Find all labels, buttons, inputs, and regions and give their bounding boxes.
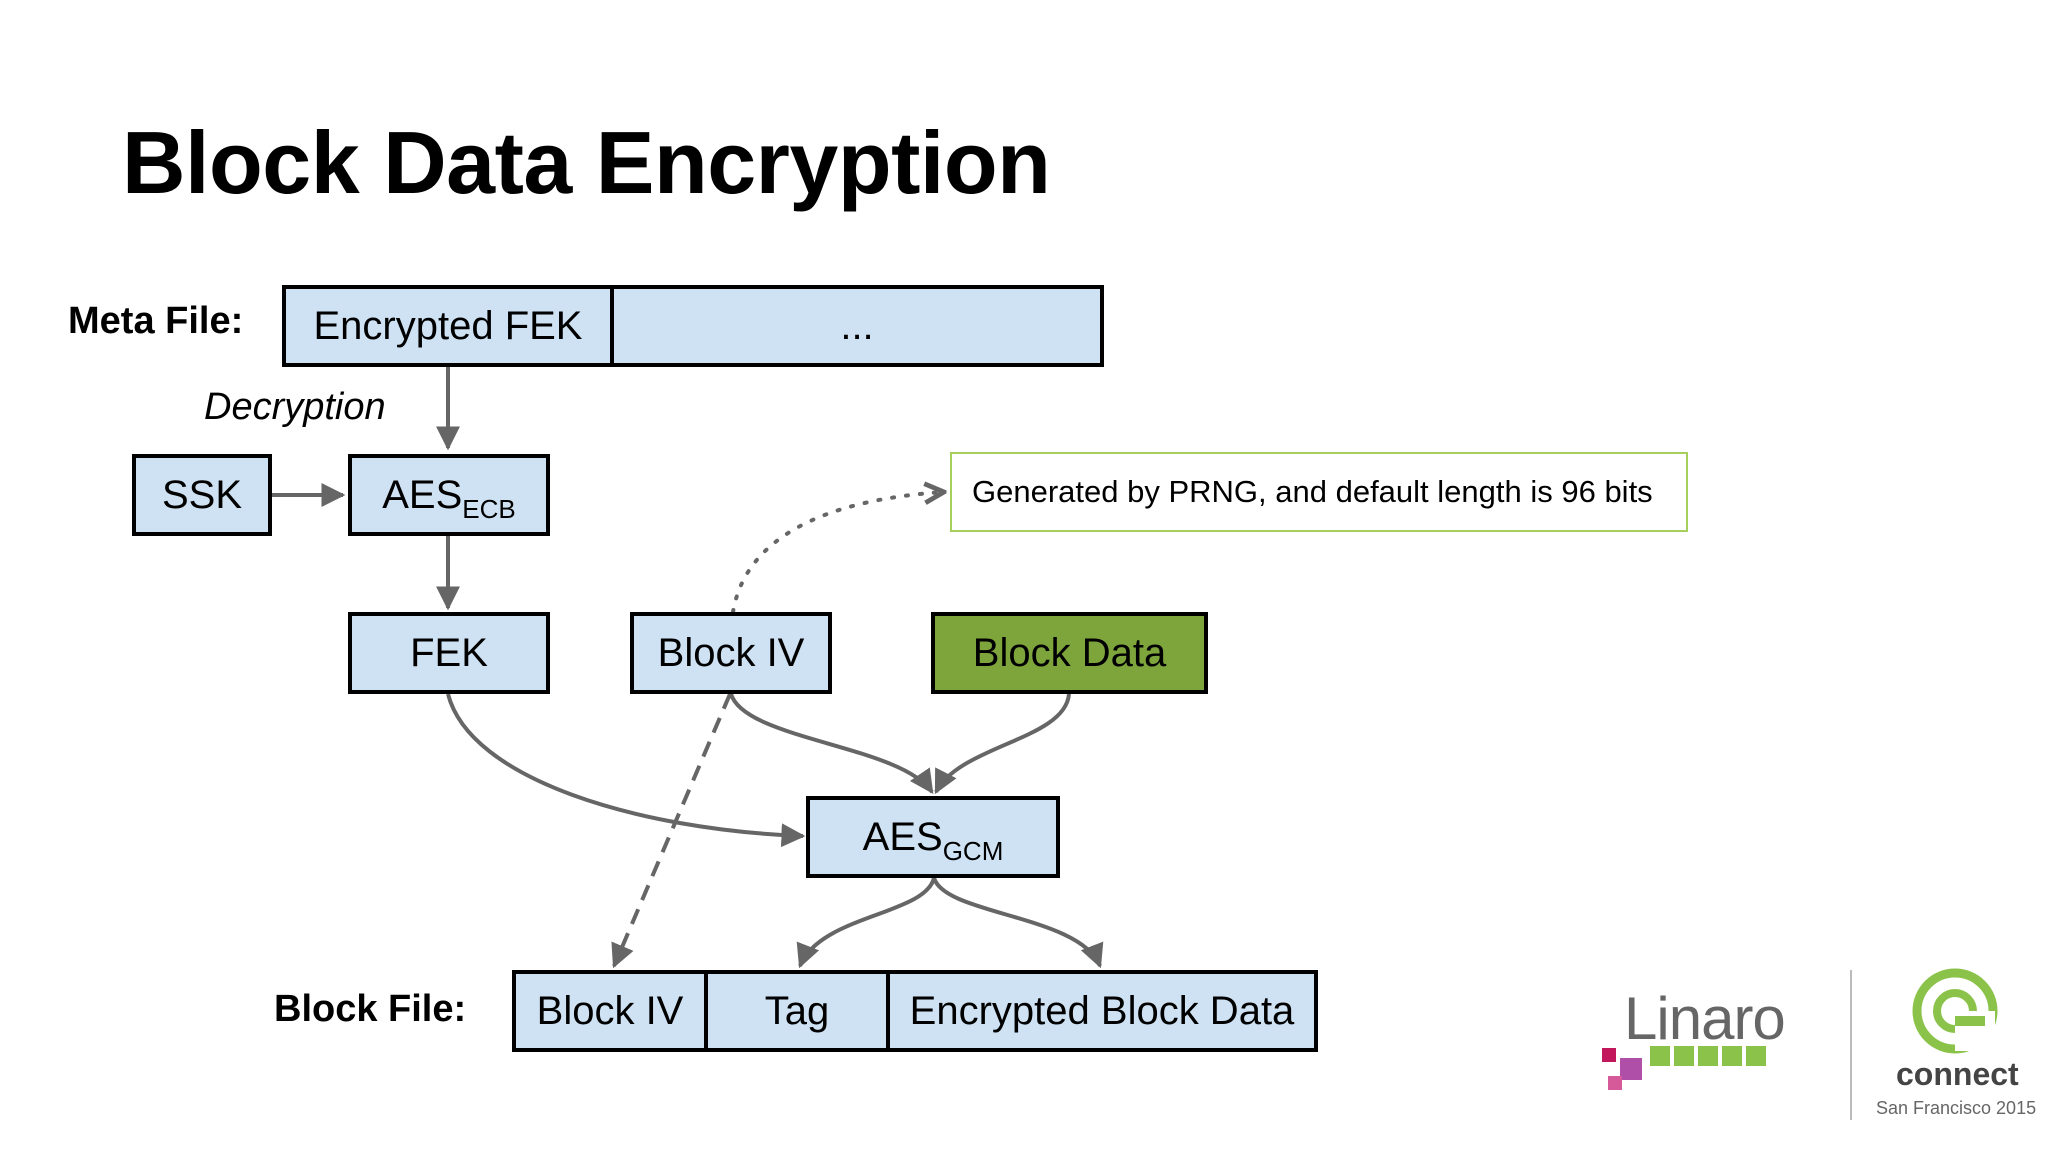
block-file-tag-cell: Tag xyxy=(704,970,890,1052)
block-iv-box: Block IV xyxy=(630,612,832,694)
block-file-iv-cell: Block IV xyxy=(512,970,708,1052)
aes-gcm-subscript: GCM xyxy=(942,835,1004,866)
decryption-label: Decryption xyxy=(204,386,386,428)
fek-box: FEK xyxy=(348,612,550,694)
linaro-logo-text: Linaro xyxy=(1624,985,1786,1052)
slide-title: Block Data Encryption xyxy=(122,113,1051,212)
arrow-aesgcm-to-encdata xyxy=(932,877,1104,969)
meta-file-more-cell: ... xyxy=(610,285,1104,367)
arrow-blockiv-to-file-iv xyxy=(611,693,732,969)
connect-logo-subtitle: San Francisco 2015 xyxy=(1876,1098,2037,1118)
encrypted-fek-cell: Encrypted FEK xyxy=(282,285,614,367)
arrow-fek-to-aesgcm xyxy=(446,693,806,848)
logo-divider xyxy=(1850,970,1852,1120)
connect-logo-icon xyxy=(1912,968,1998,1054)
aes-ecb-subscript: ECB xyxy=(462,493,516,524)
arrow-blockdata-to-aesgcm xyxy=(934,693,1071,795)
arrow-blockiv-to-aesgcm xyxy=(729,693,934,794)
aes-gcm-label: AES xyxy=(862,814,943,859)
linaro-logo-icon xyxy=(1602,1046,1766,1090)
ssk-box: SSK xyxy=(132,454,272,536)
aes-ecb-label: AES xyxy=(382,472,463,517)
prng-note: Generated by PRNG, and default length is… xyxy=(950,452,1688,532)
arrow-blockiv-to-note xyxy=(731,492,944,614)
arrow-aesgcm-to-tag xyxy=(796,877,936,969)
block-data-box: Block Data xyxy=(931,612,1208,694)
footer-logos: Linaro connect San Francisco 2015 xyxy=(1580,960,2040,1130)
block-file-encrypted-data-cell: Encrypted Block Data xyxy=(886,970,1318,1052)
connect-logo-text: connect xyxy=(1896,1056,2019,1092)
block-file-label: Block File: xyxy=(274,988,467,1030)
meta-file-label: Meta File: xyxy=(68,300,244,342)
